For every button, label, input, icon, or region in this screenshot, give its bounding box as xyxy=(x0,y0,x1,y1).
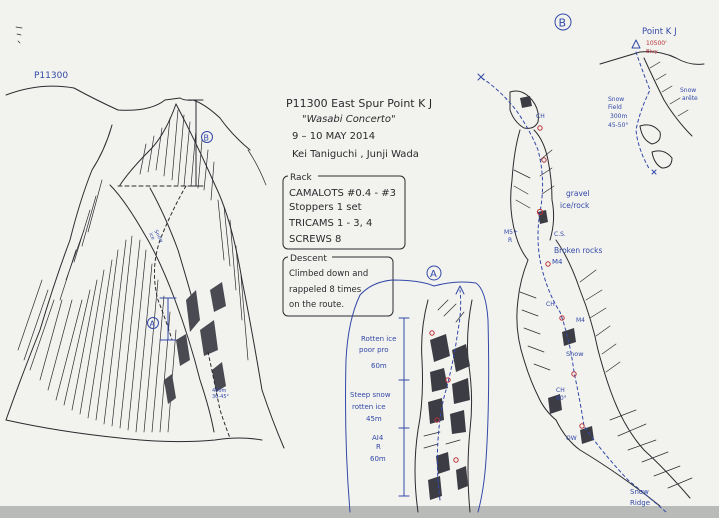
rack-line-1: CAMALOTS #0.4 - #3 xyxy=(289,188,396,199)
topo-b-ch-top: CH xyxy=(536,113,545,120)
svg-text:AI4: AI4 xyxy=(372,434,384,442)
summit-snow-field-3: 300m xyxy=(610,113,627,120)
overview-marker-b: B xyxy=(204,134,210,143)
svg-text:45m: 45m xyxy=(366,415,382,423)
topo-b-gravel: gravel xyxy=(566,189,590,198)
topo-b-ch-mid: CH xyxy=(546,301,555,308)
topo-a-marker: A xyxy=(430,269,437,280)
topo-b-broken-m4: M4 xyxy=(552,258,563,266)
rack-label: Rack xyxy=(290,173,313,183)
svg-text:Steep snow: Steep snow xyxy=(350,391,391,399)
topo-b-snow-ridge-2: Ridge xyxy=(630,499,650,507)
summit-peak: Point K J xyxy=(642,27,677,37)
overview-bottom-angle: 30-45° xyxy=(212,394,230,400)
summit-altitude: 10500' xyxy=(646,40,667,47)
svg-text:Rotten ice: Rotten ice xyxy=(361,335,396,343)
descent-line-2: rappeled 8 times xyxy=(289,285,362,295)
svg-text:60m: 60m xyxy=(371,362,387,370)
topo-b-cs: C.S. xyxy=(554,231,566,238)
descent-line-1: Climbed down and xyxy=(289,269,368,279)
topo-b-snow-ridge-1: Snow xyxy=(630,488,649,496)
route-name: "Wasabi Concerto" xyxy=(302,114,396,125)
summit-snow-field-1: Snow xyxy=(608,96,624,103)
topo-b-ch80: CH xyxy=(556,387,565,394)
topo-b-ow: OW xyxy=(566,435,577,442)
summit-snow-field-4: 45-50° xyxy=(608,122,628,129)
summit-bivy: Bivy xyxy=(646,49,659,55)
summit-snow-arete-2: arête xyxy=(682,95,698,102)
route-title: P11300 East Spur Point K J xyxy=(286,97,432,110)
overview-marker-a: A xyxy=(150,320,156,329)
topo-b-ice-rock: ice/rock xyxy=(560,201,590,210)
svg-text:60m: 60m xyxy=(370,455,386,463)
svg-text:poor pro: poor pro xyxy=(359,346,389,354)
svg-text:R: R xyxy=(376,443,381,451)
route-dates: 9 – 10 MAY 2014 xyxy=(292,131,375,142)
topo-b-snow: Snow xyxy=(566,350,584,358)
topo-b-ch80-angle: 80° xyxy=(556,395,567,402)
summit-snow-field-2: Field xyxy=(608,104,622,111)
topo-b-marker: B xyxy=(559,17,567,30)
descent-label: Descent xyxy=(290,254,327,264)
topo-b-m5: M5+ xyxy=(504,229,518,236)
route-climbers: Kei Taniguchi , Junji Wada xyxy=(292,149,419,160)
summit-snow-arete-1: Snow xyxy=(680,87,696,94)
bottom-shadow xyxy=(0,506,719,518)
svg-text:rotten ice: rotten ice xyxy=(352,403,386,411)
topo-b-broken-rocks: Broken rocks xyxy=(554,246,602,255)
topo-b-m5-r: R xyxy=(508,237,512,244)
topo-b-m4: M4 xyxy=(576,317,585,324)
peak-left-label: P11300 xyxy=(34,71,68,81)
rack-line-3: TRICAMS 1 - 3, 4 xyxy=(288,218,372,229)
rack-line-4: SCREWS 8 xyxy=(289,234,341,245)
descent-line-3: on the route. xyxy=(289,300,344,310)
rack-line-2: Stoppers 1 set xyxy=(289,202,362,213)
